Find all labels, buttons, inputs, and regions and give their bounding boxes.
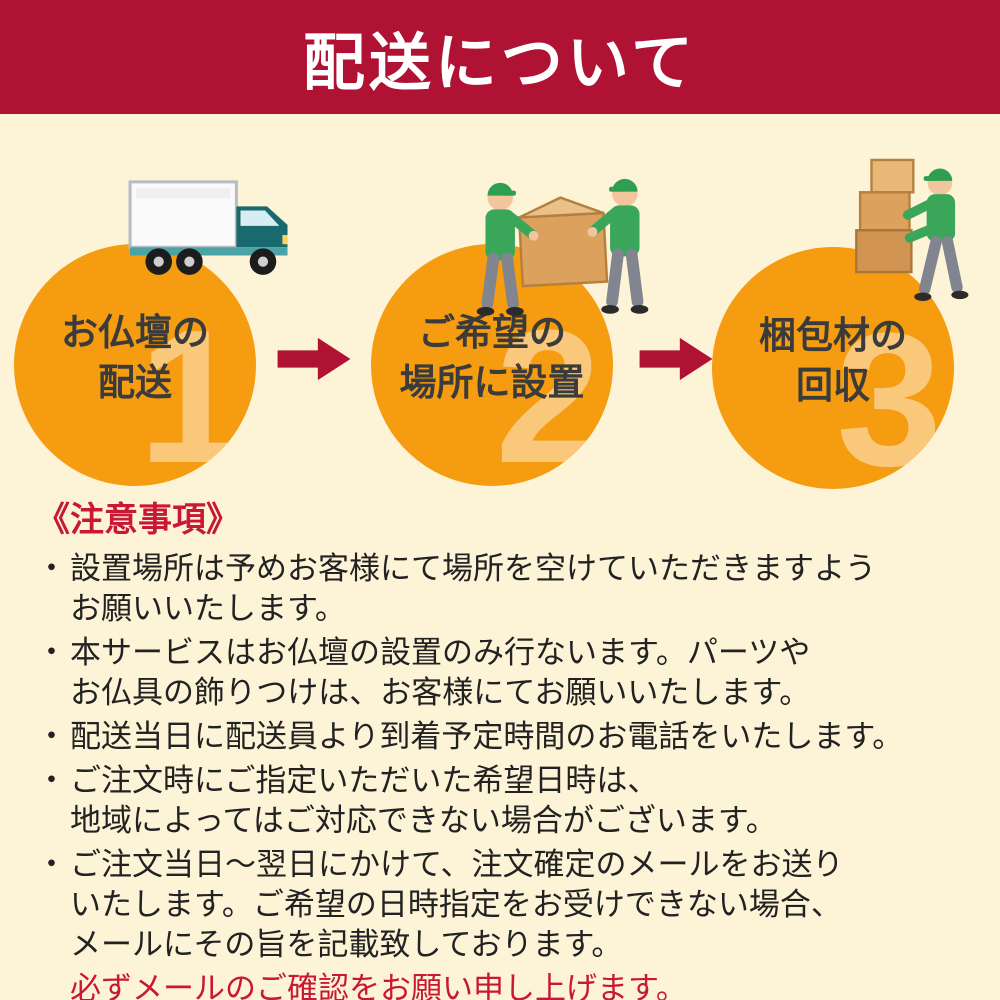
note-line: お願いいたします。 <box>70 591 346 626</box>
step-label-line: お仏壇の <box>61 312 209 354</box>
note-item: ・ 設置場所は予めお客様にて場所を空けていただきますよう お願いいたします。 <box>36 549 964 629</box>
note-item: ・ ご注文時にご指定いただいた希望日時は、 地域によってはご対応できない場合がご… <box>36 761 964 841</box>
step-number-3: 3 <box>836 294 942 489</box>
email-warning-text: 必ずメールのご確認をお願い申し上げます。 <box>70 971 687 1000</box>
step-number-1: 1 <box>138 291 244 486</box>
step-label-line: ご希望の <box>418 312 566 354</box>
step-label-line: 配送 <box>98 362 172 403</box>
note-line: お仏具の飾りつけは、お客様にてお願いいたします。 <box>70 675 811 710</box>
note-bullet: ・ <box>36 635 67 670</box>
step-label-1: お仏壇の 配送 <box>61 308 209 408</box>
note-item: ・ 配送当日に配送員より到着予定時間のお電話をいたします。 <box>36 717 964 757</box>
header-banner: 配送について <box>0 0 1000 114</box>
note-bullet: ・ <box>36 763 67 798</box>
step-circle-1: 1 お仏壇の 配送 <box>14 244 256 486</box>
note-item: ・ 本サービスはお仏壇の設置のみ行ないます。パーツや お仏具の飾りつけは、お客様… <box>36 633 964 713</box>
right-arrow-icon <box>277 337 351 381</box>
two-workers-carrying-box-icon <box>476 178 649 316</box>
steps-flow: 1 お仏壇の 配送 2 ご希望の 場所に設置 3 梱包材の 回収 <box>0 114 1000 499</box>
note-line: ご注文当日〜翌日にかけて、注文確定のメールをお送り <box>70 847 844 882</box>
page-title: 配送について <box>302 29 698 98</box>
note-line: ご注文時にご指定いただいた希望日時は、 <box>70 763 659 798</box>
step-label-line: 回収 <box>796 365 870 406</box>
note-line: メールにその旨を記載致しております。 <box>70 927 623 962</box>
step-circle-3: 3 梱包材の 回収 <box>712 247 954 489</box>
step-label-2: ご希望の 場所に設置 <box>400 308 585 408</box>
delivery-truck-icon <box>128 180 288 275</box>
notes-heading: 《注意事項》 <box>36 501 240 539</box>
step-label-line: 梱包材の <box>759 315 907 357</box>
note-item: ・ ご注文当日〜翌日にかけて、注文確定のメールをお送り いたします。ご希望の日時… <box>36 845 964 965</box>
note-line: いたします。ご希望の日時指定をお受けできない場合、 <box>70 887 842 922</box>
note-bullet: ・ <box>36 551 67 586</box>
worker-carrying-packing-boxes-icon <box>855 158 969 302</box>
note-bullet: ・ <box>36 847 67 882</box>
note-line: 本サービスはお仏壇の設置のみ行ないます。パーツや <box>70 635 811 670</box>
note-line: 配送当日に配送員より到着予定時間のお電話をいたします。 <box>70 719 904 754</box>
note-bullet: ・ <box>36 719 67 754</box>
notes-section: 《注意事項》 ・ 設置場所は予めお客様にて場所を空けていただきますよう お願いい… <box>0 492 1000 1000</box>
note-line: 設置場所は予めお客様にて場所を空けていただきますよう <box>70 551 876 586</box>
step-label-3: 梱包材の 回収 <box>759 311 907 411</box>
note-line: 地域によってはご対応できない場合がございます。 <box>70 803 777 838</box>
right-arrow-icon <box>639 337 713 381</box>
step-number-2: 2 <box>495 291 601 486</box>
step-label-line: 場所に設置 <box>399 362 585 403</box>
